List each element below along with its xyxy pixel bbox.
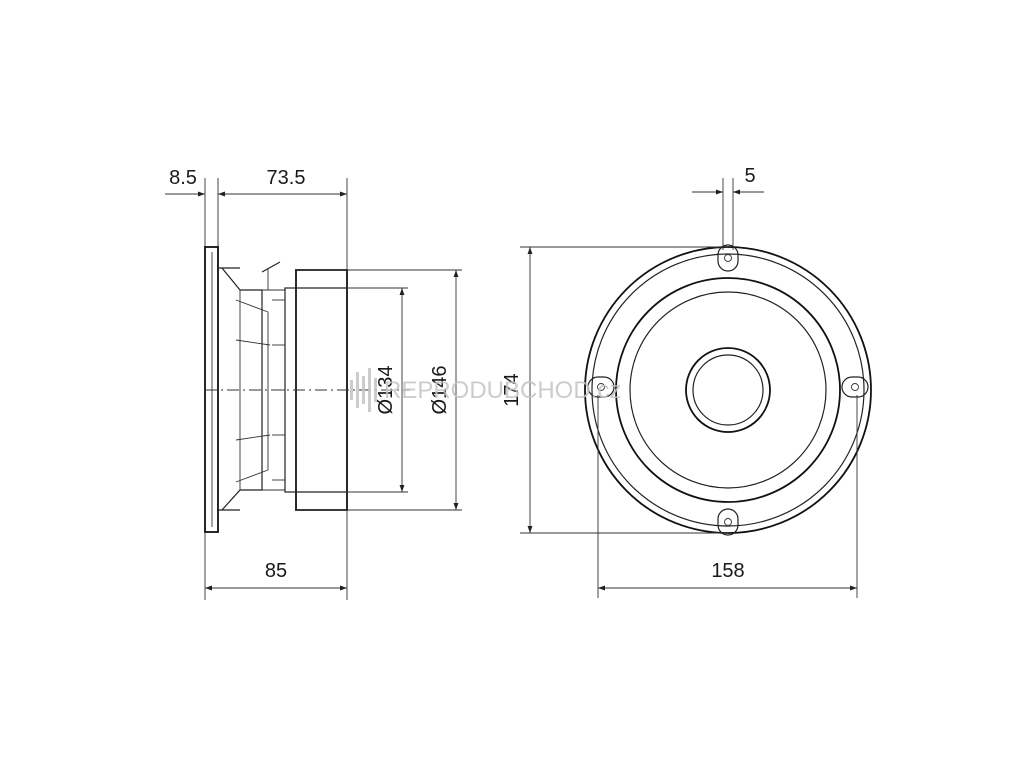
watermark: REPRODUBCHOD.cz [350,368,621,412]
dust-cap-outer [685,347,771,433]
mounting-hole-top [717,244,739,272]
surround-inner [629,291,827,489]
dim-label-height: 174 [501,373,523,406]
outer-frame [584,246,872,534]
watermark-bars-icon [350,368,377,412]
dim-label-dia-outer: Ø146 [429,366,451,415]
front-flange [204,246,219,533]
mounting-hole-right [841,376,869,398]
dim-label-depth-total: 85 [265,560,287,582]
mounting-hole-left [587,376,615,398]
watermark-text: REPRODUBCHOD.cz [384,377,621,404]
front-view: 5 174 158 [501,165,872,598]
dim-label-depth-top: 73.5 [267,167,306,189]
dim-label-width: 158 [711,560,744,582]
mounting-hole-bottom [717,508,739,536]
terminal-tab [261,261,281,273]
dim-label-slot: 5 [744,165,755,187]
dust-cap-inner [692,354,764,426]
dim-label-dia-inner: Ø134 [375,366,397,415]
surround-outer [615,277,841,503]
basket-outline [218,261,285,511]
dim-label-flange: 8.5 [169,167,197,189]
frame-inner-edge [591,253,865,527]
